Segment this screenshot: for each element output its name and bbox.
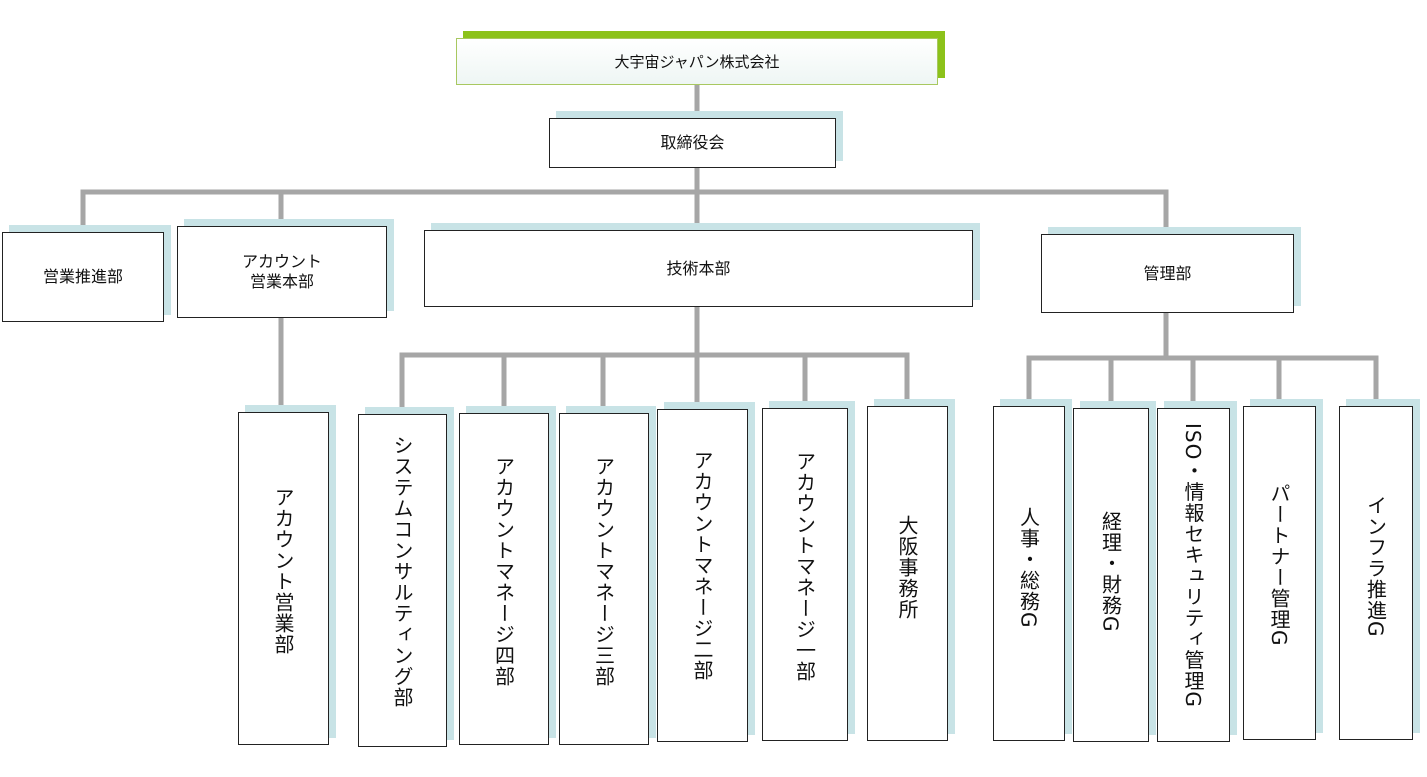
account-sales-unit-label: アカウント営業部 <box>271 487 295 655</box>
admin-unit-hr-general-box: 人事・総務G <box>993 406 1065 741</box>
tech-unit-label: アカウントマネージ三部 <box>591 456 616 687</box>
tech-unit-label: アカウントマネージ四部 <box>491 456 516 687</box>
admin-division-box: 管理部 <box>1041 234 1294 313</box>
company-label: 大宇宙ジャパン株式会社 <box>614 52 780 71</box>
tech-unit-account-manage-3-box: アカウントマネージ三部 <box>559 413 649 745</box>
admin-unit-infra-promo-box: インフラ推進G <box>1339 406 1413 740</box>
admin-unit-iso-security-box: ISO・情報セキュリティ管理G <box>1157 408 1230 742</box>
account-sales-hq-label: アカウント 営業本部 <box>241 252 322 291</box>
tech-unit-label: アカウントマネージ二部 <box>690 450 714 681</box>
account-sales-unit-box: アカウント営業部 <box>238 412 329 745</box>
tech-unit-system-consulting-box: システムコンサルティング部 <box>358 414 447 747</box>
sales-promo-division-box: 営業推進部 <box>2 232 164 322</box>
admin-unit-accounting-finance-box: 経理・財務G <box>1073 408 1149 742</box>
tech-unit-account-manage-4-box: アカウントマネージ四部 <box>459 413 549 745</box>
account-sales-hq-box: アカウント 営業本部 <box>177 226 387 318</box>
admin-unit-label: 経理・財務G <box>1098 511 1123 633</box>
board-box: 取締役会 <box>549 118 836 168</box>
tech-unit-label: アカウントマネージ一部 <box>792 451 817 682</box>
admin-division-label: 管理部 <box>1143 263 1192 283</box>
tech-unit-label: 大阪事務所 <box>895 515 919 620</box>
board-label: 取締役会 <box>660 133 725 152</box>
tech-unit-account-manage-2-box: アカウントマネージ二部 <box>657 409 748 742</box>
tech-unit-account-manage-1-box: アカウントマネージ一部 <box>762 408 848 741</box>
sales-promo-division-label: 営業推進部 <box>42 267 123 286</box>
tech-unit-label: システムコンサルティング部 <box>390 435 414 708</box>
tech-unit-osaka-office-box: 大阪事務所 <box>867 406 948 741</box>
admin-unit-label: 人事・総務G <box>1016 507 1041 629</box>
admin-unit-label: ISO・情報セキュリティ管理G <box>1181 423 1205 708</box>
tech-hq-label: 技術本部 <box>666 258 731 278</box>
admin-unit-partner-mgmt-box: パートナー管理G <box>1243 406 1316 740</box>
admin-unit-label: パートナー管理G <box>1267 483 1291 647</box>
tech-hq-box: 技術本部 <box>424 230 973 307</box>
company-box: 大宇宙ジャパン株式会社 <box>456 38 938 85</box>
admin-unit-label: インフラ推進G <box>1363 495 1388 638</box>
